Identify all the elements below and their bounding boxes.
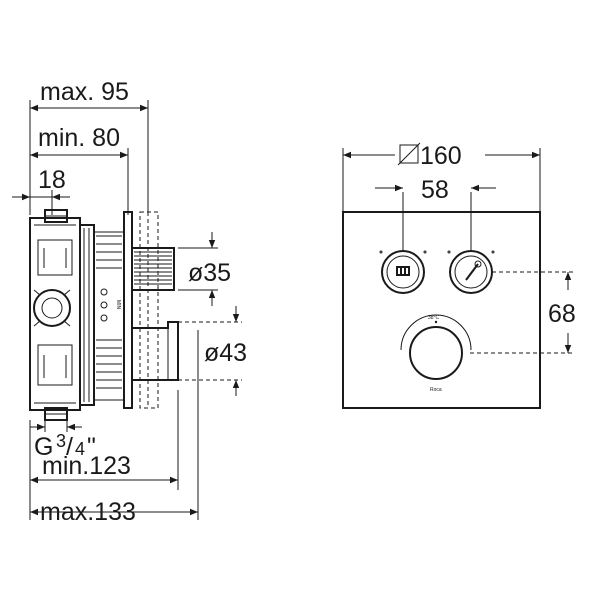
shower-icon: [396, 266, 410, 276]
dim-68-label: 68: [548, 300, 576, 328]
valve-body: [29, 209, 81, 421]
side-view: max. 95 min. 80 18: [12, 78, 247, 526]
outlet-button-right: [447, 250, 495, 294]
dimension-max-95: max. 95: [29, 78, 149, 215]
housing-ribs: [96, 235, 122, 389]
dim-58-label: 58: [421, 176, 449, 204]
dim-thread-quote: ": [87, 433, 96, 461]
dimension-18: 18: [12, 166, 70, 215]
dim-thread-g: G: [34, 433, 53, 461]
dim-max-133-label: max.133: [40, 498, 136, 526]
outlet-button-left: [379, 250, 427, 294]
dim-min-123-label: min.123: [42, 452, 131, 480]
dimension-d35: ø35: [178, 232, 231, 306]
dim-max-95-label: max. 95: [40, 78, 129, 106]
mounting-plate: [123, 211, 159, 409]
square-size-icon: [399, 144, 419, 164]
dim-18-label: 18: [38, 166, 66, 194]
housing-min-mark: MIN: [115, 300, 121, 310]
dimension-d43: ø43: [178, 306, 247, 396]
dimension-max-133: max.133: [30, 330, 199, 526]
dimension-160: 160: [342, 142, 541, 212]
dim-d35-label: ø35: [188, 259, 231, 287]
dimension-58: 58: [375, 176, 496, 252]
thermostatic-knob: 38°C: [400, 314, 472, 380]
dimension-min-123: min.123: [29, 390, 179, 520]
spindle-knurled: [131, 247, 175, 291]
cover-plate: [342, 211, 541, 409]
dimension-68: 68: [470, 271, 576, 354]
knurl-lines: [134, 251, 172, 285]
dim-d43-label: ø43: [204, 339, 247, 367]
brand-logo: Roca: [430, 387, 442, 393]
dim-min-80-label: min. 80: [38, 124, 120, 152]
ribbed-housing: MIN: [80, 224, 125, 406]
thread-slash: /: [66, 433, 73, 461]
hand-shower-icon: [465, 260, 482, 281]
dim-160-label: 160: [420, 142, 462, 170]
temperature-mark: 38°C: [428, 315, 440, 321]
front-view: 160 58: [342, 142, 576, 409]
dimension-min-80: min. 80: [30, 124, 129, 215]
spindle-thermostatic: [132, 321, 179, 381]
dim-thread-num: 3: [56, 431, 66, 451]
dim-thread-den: 4: [75, 439, 85, 459]
dimension-thread: G 3 / 4 ": [30, 420, 96, 461]
